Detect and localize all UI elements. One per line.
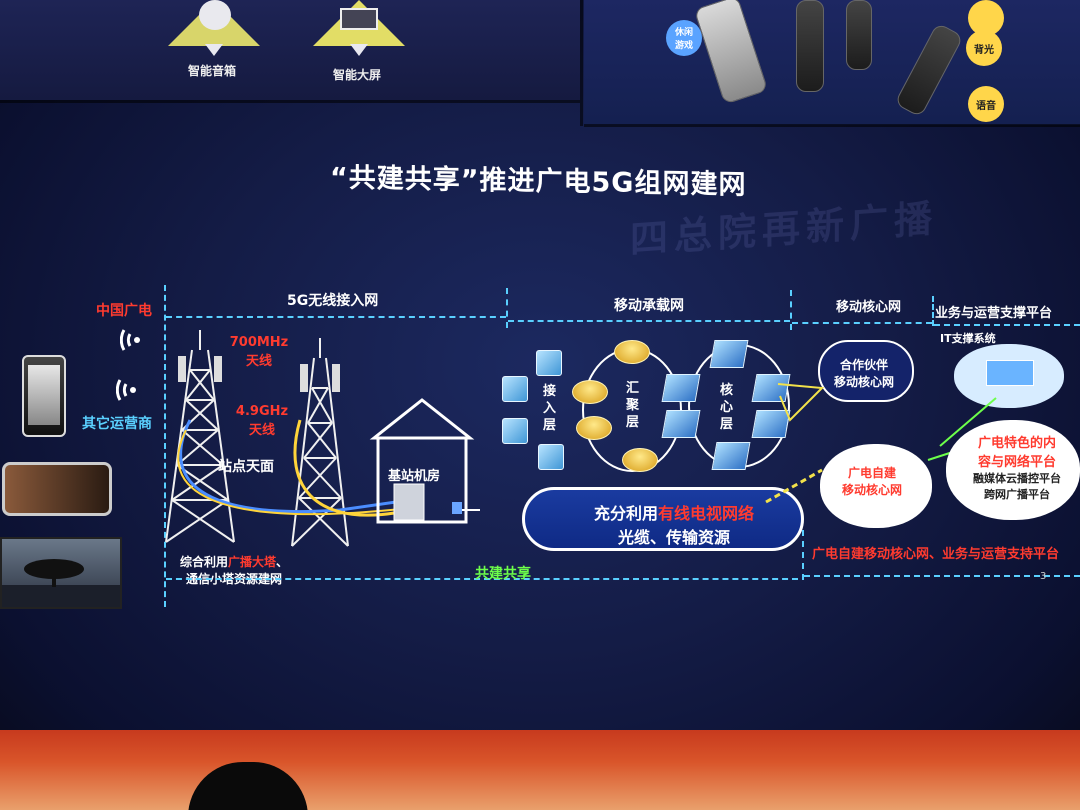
access-layer-label: 接 入 层: [543, 384, 557, 433]
tree-icon: [2, 559, 120, 607]
badge-voice: 语音: [968, 86, 1004, 122]
partner-core-label: 合作伙伴 移动核心网: [834, 358, 895, 389]
smartphone: [22, 355, 66, 437]
tower-note-suffix: 、: [276, 555, 289, 569]
shared-span-line: [166, 578, 798, 580]
tower-note: 综合利用广播大塔、 通信小塔资源建网: [180, 553, 288, 587]
speaker-arrow-icon: [205, 44, 223, 56]
section-ops-platform: 业务与运营支撑平台: [935, 306, 1053, 321]
access-switch: [538, 444, 564, 470]
aggregation-router: [572, 380, 608, 404]
phone-screen: [28, 365, 60, 425]
ops-span-line: [934, 324, 1080, 326]
divider-mid: [506, 288, 508, 328]
core-router: [661, 374, 701, 402]
divider-own: [802, 530, 804, 580]
shared-build-label: 共建共享: [475, 566, 531, 582]
core-router: [709, 340, 749, 368]
access-switch: [502, 418, 528, 444]
access-switch: [502, 376, 528, 402]
core-links: [765, 383, 825, 504]
antenna-49-line1: 4.9GHz: [235, 404, 289, 419]
television: [0, 537, 122, 609]
base-station-house-icon: [369, 398, 475, 524]
remote-silver: [693, 0, 769, 105]
badge-voice-label: 语音: [976, 100, 996, 112]
own-core-cloud: [820, 444, 932, 528]
badge-backlight: 背光: [966, 30, 1002, 66]
badge-game-label: 休闲 游戏: [674, 28, 693, 51]
divider-core: [790, 290, 792, 330]
badge-game: 休闲 游戏: [666, 20, 702, 56]
cable-cloud-highlight: 有线电视网络: [658, 504, 755, 523]
top-left-panel: 智能音箱 智能大屏: [0, 0, 580, 100]
core-router: [661, 410, 701, 438]
label-other-operators: 其它运营商: [82, 416, 152, 432]
base-room-label: 基站机房: [388, 469, 441, 484]
site-antenna-label: 站点天面: [218, 459, 274, 475]
antenna-700-line2: 天线: [245, 354, 272, 369]
antenna-49-line2: 天线: [248, 423, 275, 438]
wall-seam: [0, 100, 580, 103]
feature-platform-cloud: [946, 420, 1080, 520]
it-support-label: IT支撑系统: [940, 332, 996, 345]
divider-ops: [932, 296, 934, 326]
wifi-icon: [120, 329, 140, 351]
stage-floor: [0, 730, 1080, 810]
remote-black-2: [846, 0, 872, 70]
page-number: 3: [1040, 571, 1047, 582]
label-cbn: 中国广电: [96, 303, 152, 319]
bearer-span-line: [508, 320, 790, 322]
top-right-panel: 休闲 游戏 背光 语音: [584, 0, 1080, 125]
core-layer-label: 核 心 层: [720, 383, 734, 432]
aggregation-router: [622, 448, 658, 472]
tower-note-prefix: 综合利用: [180, 555, 229, 569]
feature-platform-line2: 容与网络平台: [977, 455, 1056, 470]
feature-platform-line3: 融媒体云播控平台: [973, 472, 1061, 485]
feature-platform-line4: 跨网广播平台: [984, 488, 1050, 501]
aggregation-layer-label: 汇 聚 层: [626, 381, 640, 430]
wifi-icon: [116, 379, 136, 401]
own-build-label: 广电自建移动核心网、业务与运营支持平台: [812, 547, 1060, 562]
aggregation-router: [614, 340, 650, 364]
cable-cloud-prefix: 充分利用: [593, 504, 658, 523]
wall-seam: [580, 0, 583, 126]
screen-label: 智能大屏: [333, 68, 382, 82]
remote-black-3: [894, 22, 964, 118]
divider-left: [164, 285, 166, 607]
section-bearer: 移动承载网: [614, 298, 684, 314]
feature-platform-text: 广电特色的内 容与网络平台 融媒体云播控平台 跨网广播平台: [962, 432, 1072, 502]
feature-platform-line1: 广电特色的内: [977, 436, 1056, 451]
badge-backlight-label: 背光: [974, 44, 994, 56]
section-radio-access: 5G无线接入网: [287, 293, 379, 309]
cable-cloud-text: 充分利用有线电视网络 光缆、传输资源: [574, 500, 774, 548]
cable-network-cloud: [522, 487, 804, 551]
slide-title: “共建共享”推进广电5G组网建网: [330, 162, 747, 201]
radio-span-line: [166, 316, 506, 318]
access-switch: [536, 350, 562, 376]
core-span-line: [792, 322, 932, 324]
server-icon: [986, 360, 1034, 386]
section-core: 移动核心网: [836, 300, 902, 315]
tablet: [2, 462, 112, 516]
cable-cloud-line2: 光缆、传输资源: [617, 528, 730, 547]
antenna-49-label: 4.9GHz 天线: [232, 404, 292, 438]
partner-core-cloud: [818, 340, 914, 402]
own-span-line: [804, 575, 1080, 577]
speaker-icon: [199, 0, 231, 30]
speaker-label: 智能音箱: [188, 64, 237, 78]
tower-note-highlight: 广播大塔: [228, 555, 277, 569]
antenna-700-label: 700MHz 天线: [226, 335, 292, 369]
own-core-label: 广电自建 移动核心网: [842, 466, 903, 497]
remote-black-1: [796, 0, 824, 92]
antenna-700-line1: 700MHz: [229, 335, 289, 350]
aggregation-router: [576, 416, 612, 440]
wall-seam: [584, 124, 1080, 127]
screen-icon: [340, 8, 378, 30]
core-router: [711, 442, 751, 470]
screen-arrow-icon: [350, 44, 368, 56]
